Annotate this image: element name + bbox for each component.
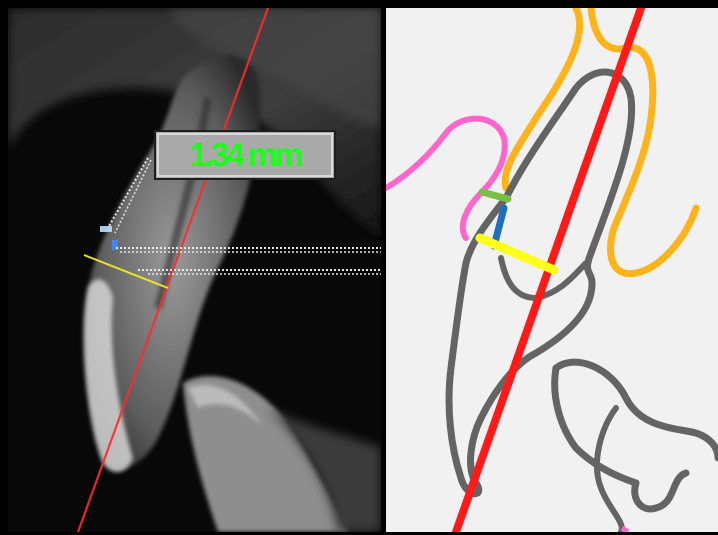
cbct-panel: 1.34 mm (8, 8, 381, 532)
soft-tissue-tail (622, 528, 628, 532)
tracing-panel (386, 8, 718, 532)
cbct-image (8, 8, 381, 532)
marker-point (100, 226, 112, 232)
tracing-drawing (386, 8, 718, 532)
measurement-label: 1.34 mm (154, 130, 336, 180)
